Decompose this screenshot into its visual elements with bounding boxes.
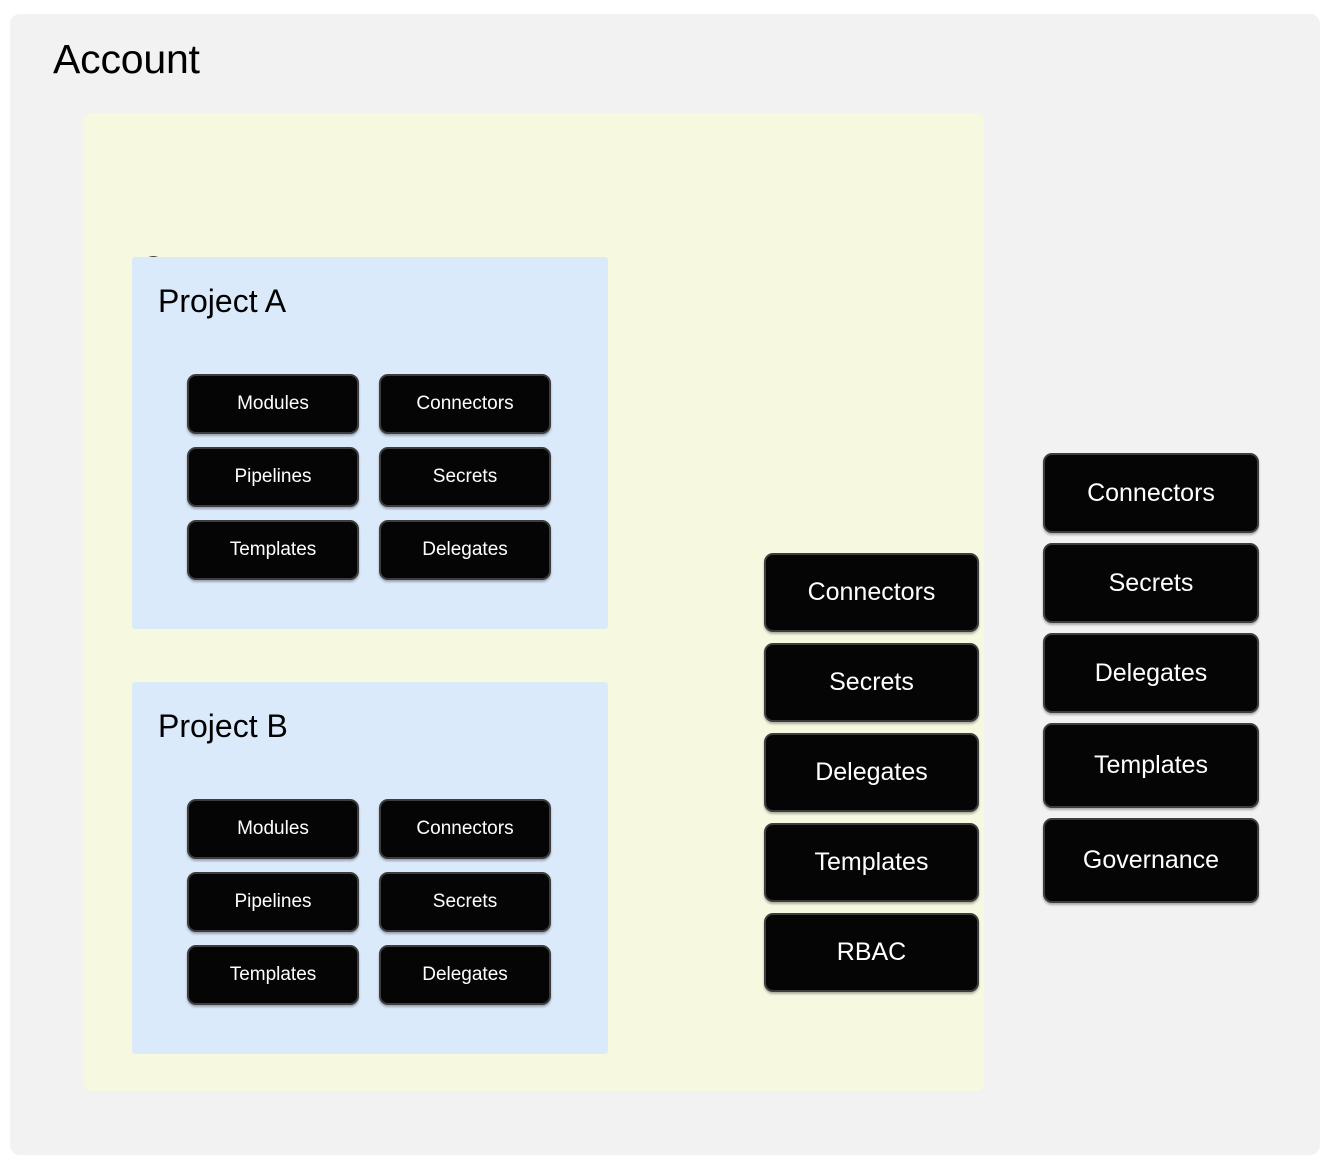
chip-templates[interactable]: Templates: [1043, 723, 1259, 808]
chip-delegates[interactable]: Delegates: [379, 520, 551, 580]
chip-templates[interactable]: Templates: [187, 945, 359, 1005]
org-panel: Org Project A Modules Connectors Pipelin…: [84, 113, 984, 1091]
chip-pipelines[interactable]: Pipelines: [187, 447, 359, 507]
account-scope-chip-column: Connectors Secrets Delegates Templates G…: [1043, 453, 1259, 903]
chip-templates[interactable]: Templates: [764, 823, 979, 902]
project-panel-a: Project A Modules Connectors Pipelines S…: [132, 257, 608, 629]
chip-secrets[interactable]: Secrets: [764, 643, 979, 722]
project-b-chip-grid: Modules Connectors Pipelines Secrets Tem…: [187, 799, 551, 1005]
project-a-title: Project A: [158, 283, 287, 319]
org-scope-chip-column: Connectors Secrets Delegates Templates R…: [764, 553, 979, 992]
chip-secrets[interactable]: Secrets: [379, 447, 551, 507]
account-title: Account: [53, 36, 200, 82]
project-b-title: Project B: [158, 708, 288, 744]
chip-modules[interactable]: Modules: [187, 799, 359, 859]
chip-connectors[interactable]: Connectors: [764, 553, 979, 632]
chip-modules[interactable]: Modules: [187, 374, 359, 434]
chip-rbac[interactable]: RBAC: [764, 913, 979, 992]
chip-secrets[interactable]: Secrets: [379, 872, 551, 932]
chip-delegates[interactable]: Delegates: [379, 945, 551, 1005]
chip-governance[interactable]: Governance: [1043, 818, 1259, 903]
chip-delegates[interactable]: Delegates: [1043, 633, 1259, 713]
chip-connectors[interactable]: Connectors: [1043, 453, 1259, 533]
chip-templates[interactable]: Templates: [187, 520, 359, 580]
chip-delegates[interactable]: Delegates: [764, 733, 979, 812]
chip-connectors[interactable]: Connectors: [379, 374, 551, 434]
chip-secrets[interactable]: Secrets: [1043, 543, 1259, 623]
account-panel: Account Org Project A Modules Connectors…: [10, 14, 1320, 1155]
chip-pipelines[interactable]: Pipelines: [187, 872, 359, 932]
project-panel-b: Project B Modules Connectors Pipelines S…: [132, 682, 608, 1054]
chip-connectors[interactable]: Connectors: [379, 799, 551, 859]
project-a-chip-grid: Modules Connectors Pipelines Secrets Tem…: [187, 374, 551, 580]
